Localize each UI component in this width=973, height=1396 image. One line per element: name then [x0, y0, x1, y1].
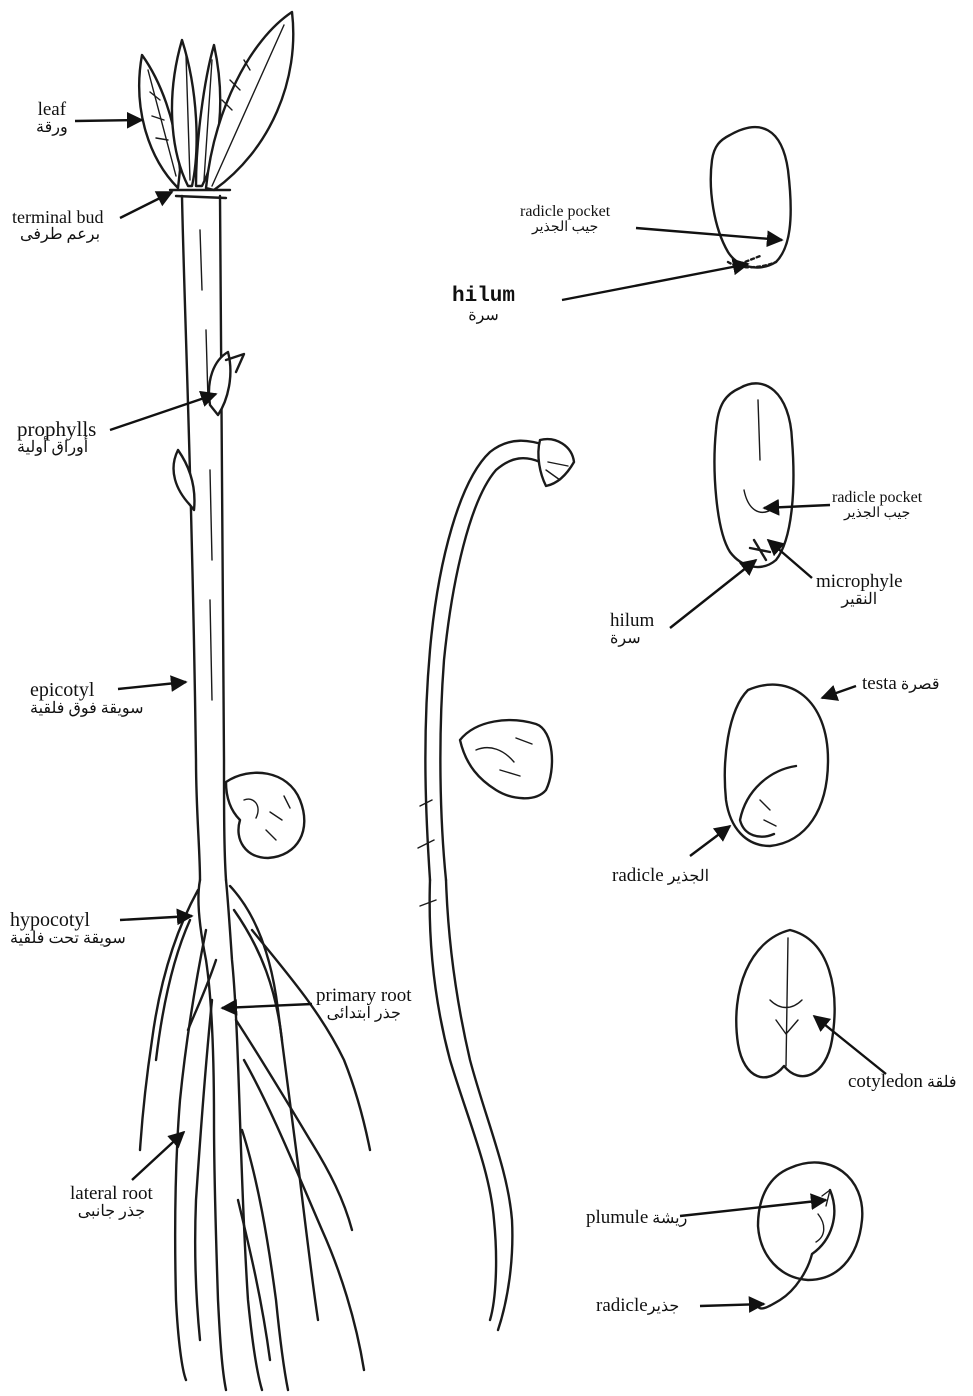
label-prophylls-en: prophylls: [17, 418, 96, 440]
label-hilum-1-en: hilum: [452, 286, 515, 308]
prophyll-lower: [174, 450, 195, 510]
seed-4: [736, 930, 834, 1077]
label-hilum-1-ar: سرة: [452, 308, 515, 325]
hooked-seedling: [418, 439, 574, 1330]
seed-2: [715, 383, 794, 567]
label-microphyle-ar: النقير: [816, 592, 903, 609]
label-cotyledon-en: cotyledon: [848, 1071, 923, 1092]
label-radicle-pocket-2: radicle pocket جيب الجذير: [832, 490, 922, 521]
label-epicotyl-ar: سويقة فوق فلقية: [30, 701, 144, 718]
label-plumule-ar: ريشة: [652, 1210, 687, 1227]
label-radicle-1-en: radicle: [612, 865, 664, 886]
large-cotyledon: [226, 773, 304, 858]
label-primary-root: primary root جذر ابتدائى: [316, 986, 412, 1023]
label-lateral-root: lateral root جذر جانبى: [70, 1184, 153, 1221]
prophyll-upper: [209, 352, 230, 415]
label-cotyledon: cotyledon فلقة: [848, 1072, 957, 1092]
label-prophylls-ar: أوراق أولية: [17, 440, 96, 457]
hook-tip: [538, 439, 574, 486]
label-hypocotyl-ar: سويقة تحت فلقية: [10, 931, 126, 948]
label-plumule-en: plumule: [586, 1207, 648, 1228]
label-radicle-2-en: radicle: [596, 1295, 648, 1316]
label-hypocotyl: hypocotyl سويقة تحت فلقية: [10, 910, 126, 948]
label-terminal-bud-ar: برعم طرفى: [20, 227, 103, 244]
label-leaf-en: leaf: [36, 100, 68, 120]
label-primary-root-en: primary root: [316, 986, 412, 1006]
label-radicle-2: radicleجذير: [596, 1296, 679, 1316]
label-microphyle: microphyle النقير: [816, 572, 903, 609]
label-hypocotyl-en: hypocotyl: [10, 910, 126, 931]
label-radicle-pocket-2-ar: جيب الجذير: [832, 507, 922, 522]
label-radicle-2-ar: جذير: [648, 1298, 680, 1315]
label-lateral-root-en: lateral root: [70, 1184, 153, 1204]
seed-3: [725, 685, 828, 846]
label-hilum-2: hilum سرة: [610, 611, 654, 648]
label-plumule: plumule ريشة: [586, 1208, 687, 1228]
label-leaf: leaf ورقة: [36, 100, 68, 137]
seed-5: [758, 1162, 862, 1308]
label-hilum-2-en: hilum: [610, 611, 654, 631]
label-microphyle-en: microphyle: [816, 572, 903, 592]
label-cotyledon-ar: فلقة: [927, 1074, 957, 1091]
label-radicle-pocket-2-en: radicle pocket: [832, 490, 922, 507]
label-terminal-bud-en: terminal bud: [12, 208, 103, 227]
middle-cotyledon: [460, 720, 552, 798]
label-terminal-bud: terminal bud برعم طرفى: [12, 208, 103, 244]
label-hilum-1: hilum سرة: [452, 286, 515, 325]
top-leaves: [139, 12, 293, 190]
seed-1: [711, 127, 791, 267]
label-testa: testa قصرة: [862, 674, 940, 694]
label-epicotyl: epicotyl سويقة فوق فلقية: [30, 680, 144, 718]
label-testa-ar: قصرة: [901, 676, 940, 693]
label-epicotyl-en: epicotyl: [30, 680, 144, 701]
label-radicle-1: radicle الجذير: [612, 866, 709, 886]
label-radicle-pocket-1-ar: جيب الجذير: [520, 221, 610, 236]
large-seedling: [139, 12, 370, 1390]
label-prophylls: prophylls أوراق أولية: [17, 418, 96, 457]
label-leaf-ar: ورقة: [36, 120, 68, 137]
label-radicle-pocket-1-en: radicle pocket: [520, 204, 610, 221]
label-testa-en: testa: [862, 673, 897, 694]
label-lateral-root-ar: جذر جانبى: [70, 1204, 153, 1221]
label-primary-root-ar: جذر ابتدائى: [316, 1006, 412, 1023]
label-hilum-2-ar: سرة: [610, 631, 654, 648]
label-radicle-1-ar: الجذير: [668, 868, 709, 885]
label-radicle-pocket-1: radicle pocket جيب الجذير: [520, 204, 610, 235]
